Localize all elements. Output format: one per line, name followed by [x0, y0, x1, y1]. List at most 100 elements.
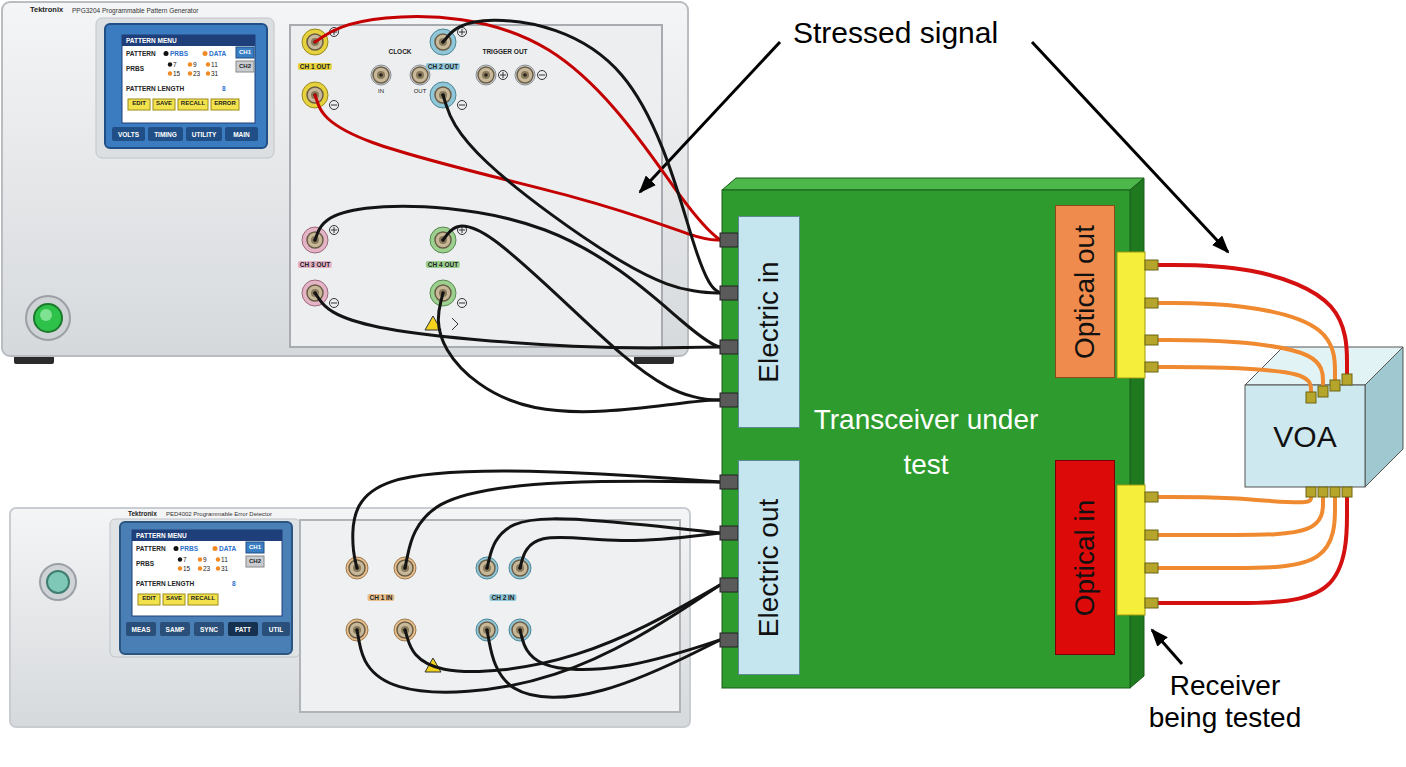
signal-cable [357, 585, 720, 692]
screen-label: SAVE [166, 595, 182, 602]
pattern-generator-chassis [499, 71, 508, 80]
optical-connector [1145, 260, 1352, 608]
pattern-generator-chassis [373, 67, 389, 83]
signal-cable [315, 293, 720, 348]
optical-connector [1117, 252, 1352, 615]
port-block: Electric in [738, 216, 800, 428]
screen-label: EDIT [142, 595, 156, 602]
port-label: OUT [414, 88, 427, 95]
port-label: CH 3 OUT [298, 261, 332, 268]
signal-cable [520, 533, 720, 568]
callout-label: Receiver being tested [1138, 670, 1313, 734]
circuit-board: Electric in Optical outElectric out Optica… [722, 190, 1130, 688]
node-label: VOA [1273, 420, 1336, 453]
screen-label: UTIL [269, 626, 283, 633]
optical-connector [1318, 487, 1328, 497]
error-detector-chassis [126, 622, 156, 636]
pattern-generator-chassis [26, 296, 70, 340]
error-detector-chassis [228, 622, 258, 636]
block-label: Electric out [754, 498, 785, 637]
screen-label: SAVE [156, 100, 172, 107]
optical-connector [1342, 487, 1352, 497]
pattern-generator-chassis [290, 25, 662, 347]
port-label: CH 2 IN [489, 594, 516, 601]
pattern-generator-chassis [330, 299, 339, 308]
port-label: CH 4 OUT [426, 261, 460, 268]
block-label: Optical out [1070, 225, 1101, 359]
optical-connector [1330, 380, 1340, 391]
optical-fiber [1158, 340, 1323, 386]
optical-connector [1342, 374, 1352, 385]
node-label: PED4002 Programmable Error Detector [166, 511, 272, 518]
optical-connector [1145, 298, 1158, 308]
screen-label: PATTERN [136, 545, 166, 552]
error-detector-chassis [132, 530, 282, 541]
port-label: CH 2 OUT [426, 63, 460, 70]
optical-connector [1330, 487, 1340, 497]
attenuator-box [1245, 385, 1365, 487]
pattern-generator-chassis [148, 127, 183, 141]
signal-cable [405, 481, 720, 568]
screen-label: PATTERN [126, 50, 156, 57]
optical-connector [1145, 362, 1158, 372]
port-label: TRIGGER OUT [482, 48, 527, 55]
pattern-generator-chassis [211, 99, 239, 110]
attenuator-box: VOA [1245, 385, 1365, 487]
screen-label: PATT [235, 626, 251, 633]
screen-label: 11 [211, 61, 218, 68]
error-detector-chassis [40, 564, 76, 600]
error-detector-chassis [47, 571, 69, 593]
signal-cable [438, 293, 720, 412]
optical-connector [1145, 598, 1158, 608]
pattern-generator-chassis [112, 127, 145, 141]
leader-arrow [1152, 630, 1182, 664]
pattern-generator-chassis [40, 309, 52, 321]
port-label: CH 1 IN [367, 594, 394, 601]
screen-label: EDIT [132, 100, 146, 107]
screen-label: 7 [183, 556, 187, 563]
pattern-generator-chassis [452, 318, 458, 330]
port-block: Optical in [1055, 460, 1115, 655]
optical-connector [1117, 252, 1145, 378]
block-label: Electric in [754, 261, 785, 382]
optical-fiber [1158, 265, 1347, 374]
screen-label: UTILITY [192, 131, 217, 138]
pattern-generator-chassis [2, 2, 688, 364]
port-label: CLOCK [388, 48, 411, 55]
port-block: Electric out [738, 460, 800, 675]
callout-label: Stressed signal [793, 16, 998, 49]
instrument-panel: TektronixPED4002 Programmable Error Dete… [10, 508, 690, 727]
signal-cable [315, 95, 720, 240]
error-detector-chassis [262, 622, 290, 636]
screen-label: PRBS [126, 65, 144, 72]
transceiver-board [722, 190, 1130, 688]
screen-label: 15 [183, 565, 190, 572]
screen-label: 9 [203, 556, 207, 563]
screen-label: MAIN [233, 131, 250, 138]
pattern-generator-chassis [105, 24, 267, 148]
edge-connector [720, 233, 738, 647]
edge-connector [720, 286, 738, 300]
pattern-generator-chassis [330, 101, 339, 110]
screen-label: MEAS [132, 626, 151, 633]
pattern-generator-chassis [478, 67, 494, 83]
screen-label: ERROR [214, 100, 236, 107]
optical-connector [1318, 386, 1328, 397]
error-detector-chassis [120, 522, 292, 654]
signal-cable [443, 95, 720, 293]
screen-label: CH1 [239, 49, 251, 56]
signal-cable [443, 226, 720, 400]
edge-connector [720, 578, 738, 592]
screen-label: VOLTS [118, 131, 139, 138]
screen-label: CH1 [249, 544, 261, 551]
screen-label: 31 [211, 70, 218, 77]
pattern-generator-chassis [122, 35, 255, 46]
pattern-generator-chassis [330, 226, 339, 235]
error-detector-chassis [160, 622, 190, 636]
screen-label: DATA [219, 545, 236, 552]
optical-connector [1145, 530, 1158, 540]
screen-label: SYNC [200, 626, 218, 633]
optical-connector [1117, 485, 1145, 615]
